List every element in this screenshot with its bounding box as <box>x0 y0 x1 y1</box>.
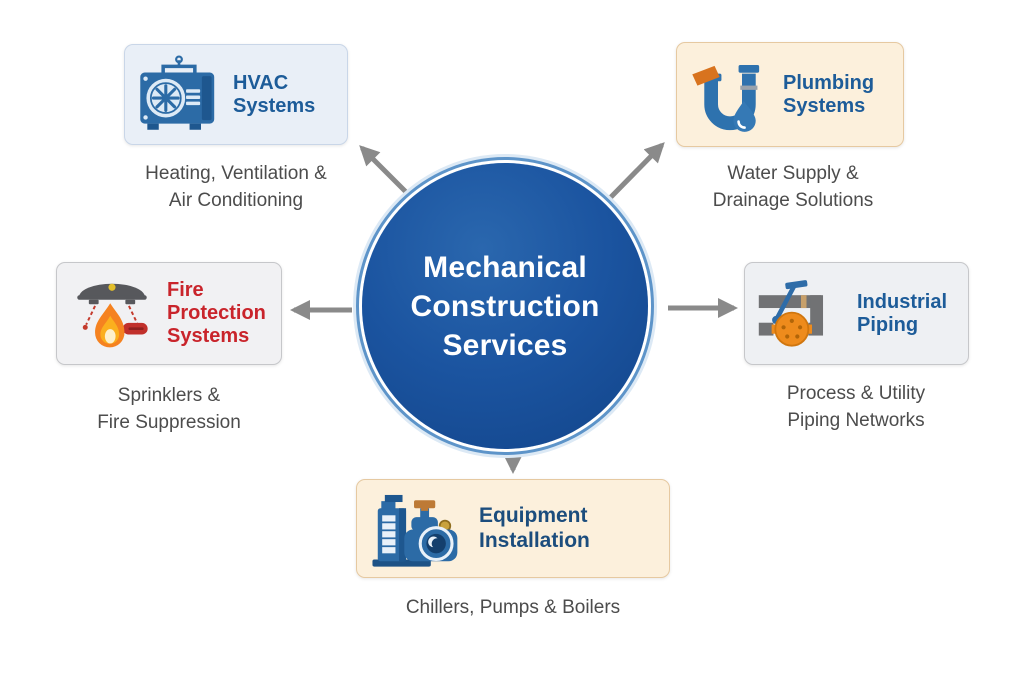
node-title-equipment-installation: Equipment Installation <box>479 504 590 552</box>
node-title-industrial-piping: Industrial Piping <box>857 290 948 336</box>
node-subtitle-plumbing-systems: Water Supply & Drainage Solutions <box>712 163 874 211</box>
node-card-plumbing-systems: Plumbing Systems <box>676 42 904 147</box>
node-card-industrial-piping: Industrial Piping <box>744 262 969 365</box>
node-card-fire-protection-systems: Fire Protection Systems <box>56 262 282 365</box>
node-subtitle-fire-protection-systems: Sprinklers & Fire Suppression <box>97 385 241 433</box>
arrow-to-plumbing <box>608 142 665 200</box>
sprinkler-flame-icon <box>77 283 148 347</box>
node-title-hvac-systems: HVAC Systems <box>233 71 316 117</box>
u-pipe-water-drop-icon <box>692 64 760 132</box>
pipe-valve-icon <box>758 279 824 347</box>
node-title-fire-protection-systems: Fire Protection Systems <box>167 279 266 347</box>
center-node-title: Mechanical Construction Services <box>410 250 600 362</box>
node-card-equipment-installation: Equipment Installation <box>356 479 670 578</box>
hvac-unit-icon <box>140 54 215 130</box>
node-subtitle-hvac-systems: Heating, Ventilation & Air Conditioning <box>145 163 327 211</box>
pump-boiler-icon <box>372 494 458 567</box>
node-card-hvac-systems: HVAC Systems <box>124 44 348 145</box>
node-subtitle-equipment-installation: Chillers, Pumps & Boilers <box>405 597 621 618</box>
node-subtitle-industrial-piping: Process & Utility Piping Networks <box>786 383 926 431</box>
center-node-mechanical-construction-services: Mechanical Construction Services <box>362 163 648 449</box>
node-title-plumbing-systems: Plumbing Systems <box>783 71 875 117</box>
arrow-to-hvac <box>359 145 416 202</box>
